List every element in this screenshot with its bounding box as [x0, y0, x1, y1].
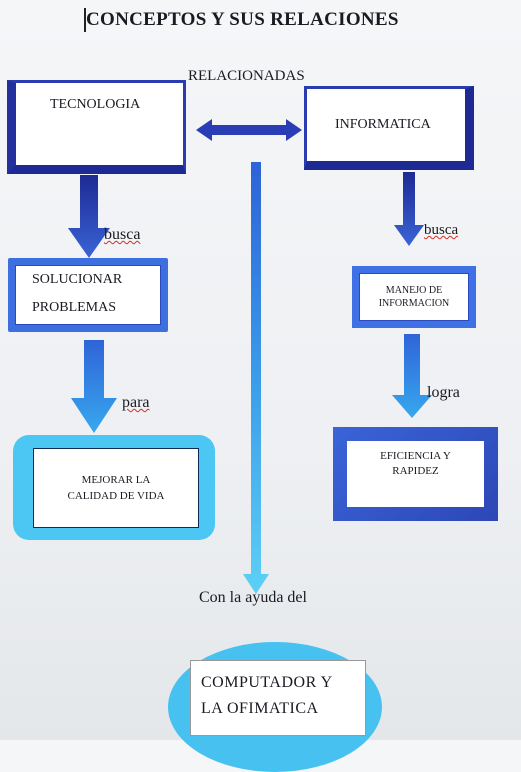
double-arrow-relacionadas: [196, 119, 302, 141]
arrow-to-computador: [243, 162, 269, 594]
node-label-line2: CALIDAD DE VIDA: [67, 490, 165, 502]
node-label-line1: EFICIENCIA Y: [380, 450, 451, 462]
connector-layer: [68, 119, 432, 594]
arrow-tecnologia-solucionar: [68, 175, 110, 258]
edge-label-busca-right: busca: [424, 222, 459, 238]
node-label: TECNOLOGIA: [50, 97, 141, 112]
node-eficiencia-rapidez: EFICIENCIA Y RAPIDEZ: [333, 427, 498, 521]
arrow-informatica-manejo: [394, 172, 424, 246]
node-label-line1: COMPUTADOR Y: [201, 674, 333, 691]
node-label-line2: RAPIDEZ: [392, 465, 439, 477]
node-tecnologia: TECNOLOGIA: [7, 80, 186, 174]
edge-label-relacionadas: RELACIONADAS: [188, 68, 305, 84]
arrow-solucionar-mejorar: [71, 340, 117, 433]
text-cursor: [84, 8, 86, 32]
edge-label-busca-left: busca: [104, 226, 141, 243]
node-solucionar-problemas: SOLUCIONAR PROBLEMAS: [8, 258, 168, 332]
edge-label-logra: logra: [427, 384, 460, 401]
node-label-line1: SOLUCIONAR: [32, 272, 123, 287]
node-mejorar-calidad: MEJORAR LA CALIDAD DE VIDA: [13, 435, 215, 540]
node-label-line1: MANEJO DE: [385, 285, 443, 296]
node-label-line2: INFORMACION: [378, 298, 450, 309]
node-label-line1: MEJORAR LA: [81, 474, 151, 486]
node-informatica: INFORMATICA: [304, 86, 474, 170]
edge-label-con-ayuda: Con la ayuda del: [199, 589, 307, 606]
node-label: INFORMATICA: [335, 117, 431, 132]
node-label-line2: PROBLEMAS: [32, 300, 117, 315]
arrow-manejo-eficiencia: [392, 334, 432, 418]
diagram-title: CONCEPTOS Y SUS RELACIONES: [86, 9, 399, 30]
node-label-line2: LA OFIMATICA: [201, 700, 319, 717]
node-computador-ofimatica: COMPUTADOR Y LA OFIMATICA: [190, 660, 366, 736]
node-manejo-informacion: MANEJO DE INFORMACION: [352, 266, 476, 328]
edge-label-para: para: [122, 394, 150, 411]
